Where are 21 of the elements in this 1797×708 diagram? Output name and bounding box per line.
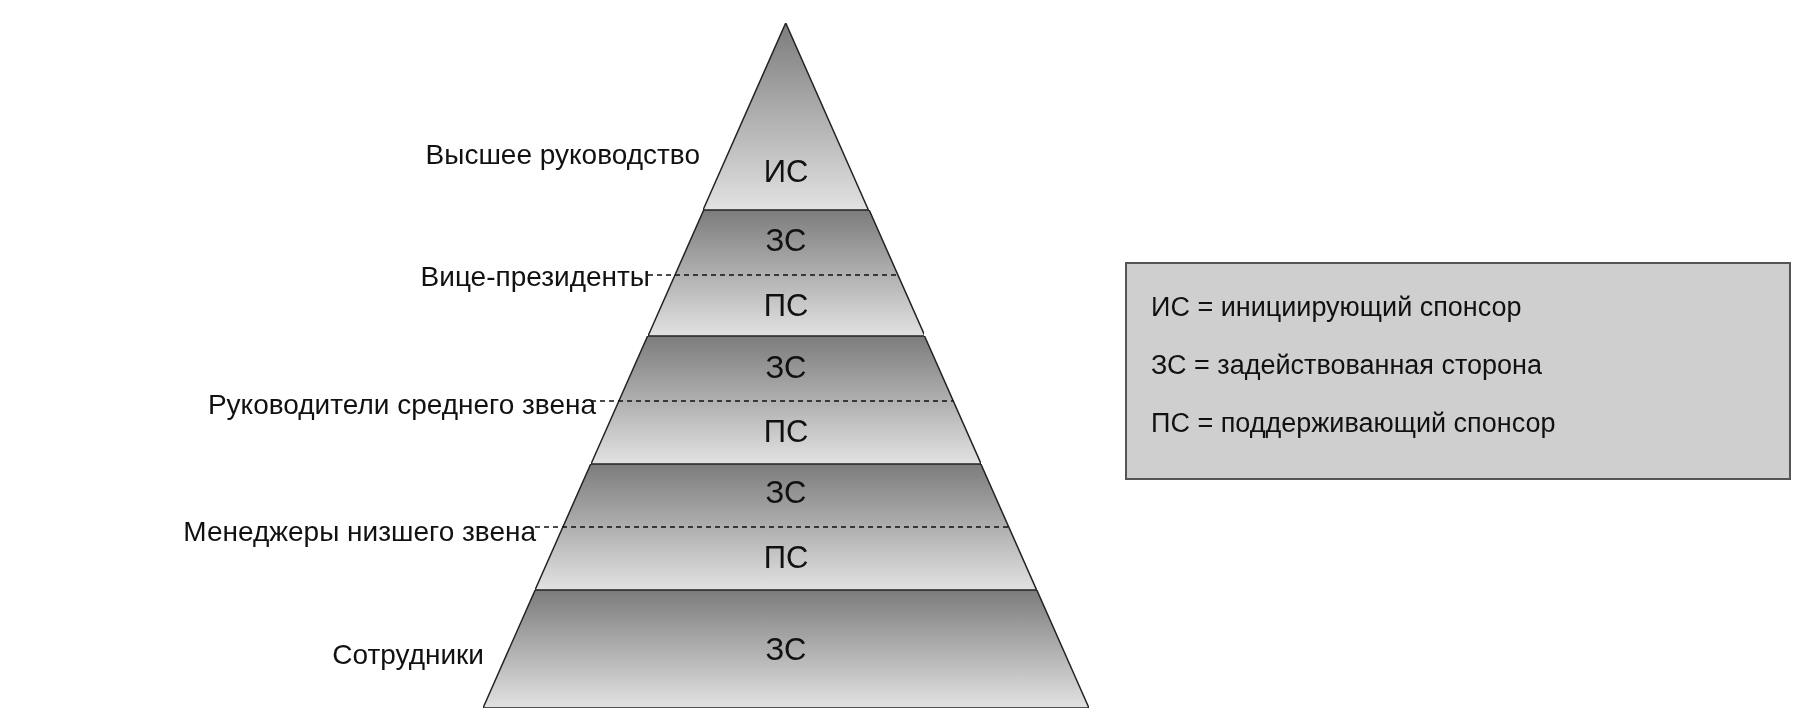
legend-entry: ИС = инициирующий спонсор	[1151, 292, 1522, 323]
role-abbreviation: ИС	[763, 154, 809, 190]
level-label: Вице-президенты	[420, 261, 650, 293]
pyramid-level	[647, 210, 925, 336]
role-abbreviation: ПС	[763, 288, 809, 324]
role-abbreviation: ЗС	[765, 223, 807, 259]
role-abbreviation: ПС	[763, 414, 809, 450]
legend-entry: ЗС = задействованная сторона	[1151, 350, 1542, 381]
level-label: Руководители среднего звена	[207, 389, 596, 421]
level-label: Сотрудники	[332, 639, 484, 671]
role-abbreviation: ПС	[763, 540, 809, 576]
legend-box	[1125, 262, 1791, 480]
level-label: Менеджеры низшего звена	[183, 516, 536, 548]
level-label: Высшее руководство	[425, 139, 700, 171]
role-abbreviation: ЗС	[765, 350, 807, 386]
pyramid-level	[483, 590, 1089, 708]
pyramid-level	[535, 464, 1037, 590]
legend-entry: ПС = поддерживающий спонсор	[1151, 408, 1556, 439]
role-abbreviation: ЗС	[765, 632, 807, 668]
pyramid-level	[703, 23, 869, 210]
role-abbreviation: ЗС	[765, 475, 807, 511]
